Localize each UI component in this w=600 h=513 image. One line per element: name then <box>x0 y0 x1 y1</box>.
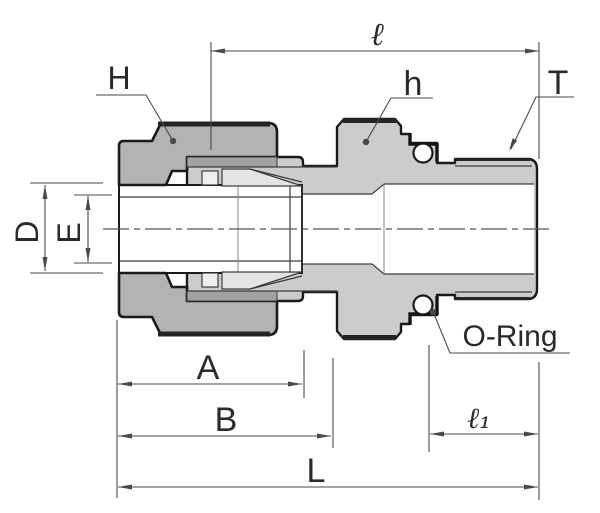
label-T: T <box>548 64 569 102</box>
bore-cone-bottom <box>371 263 385 275</box>
o-ring-top <box>412 142 434 164</box>
front-ferrule-top <box>221 168 303 187</box>
dimension-E: E <box>51 194 112 264</box>
label-L: L <box>307 452 326 490</box>
dimension-l: ℓ <box>210 15 540 159</box>
nut-thread-band-bottom <box>186 290 278 302</box>
back-ferrule-bottom <box>201 272 219 288</box>
nut-thread-band-top <box>186 156 278 168</box>
label-E: E <box>51 222 87 243</box>
callout-h: h <box>362 65 433 146</box>
front-ferrule-bottom-line <box>249 275 303 290</box>
label-D: D <box>9 220 45 243</box>
label-B: B <box>215 401 238 439</box>
label-l1: ℓ₁ <box>467 401 491 435</box>
label-h: h <box>404 65 423 103</box>
bore-cone-top <box>371 183 385 195</box>
back-ferrule-top <box>201 170 219 186</box>
callout-T: T <box>509 64 574 151</box>
label-l: ℓ <box>370 15 384 53</box>
dimension-l1: ℓ₁ <box>428 345 538 452</box>
dimension-D: D <box>9 182 103 274</box>
front-ferrule-bottom <box>221 271 303 290</box>
label-A: A <box>197 349 220 387</box>
dimension-B: B <box>118 358 334 448</box>
front-ferrule-top-line <box>249 168 303 183</box>
thread-crest-edges <box>455 158 530 300</box>
dimension-A: A <box>118 349 305 398</box>
label-H: H <box>107 60 130 96</box>
callout-H: H <box>96 60 177 145</box>
o-ring-bottom <box>412 294 434 316</box>
dimension-L: L <box>118 362 540 500</box>
label-o-ring: O-Ring <box>462 320 557 353</box>
callout-o-ring: O-Ring <box>429 308 570 354</box>
